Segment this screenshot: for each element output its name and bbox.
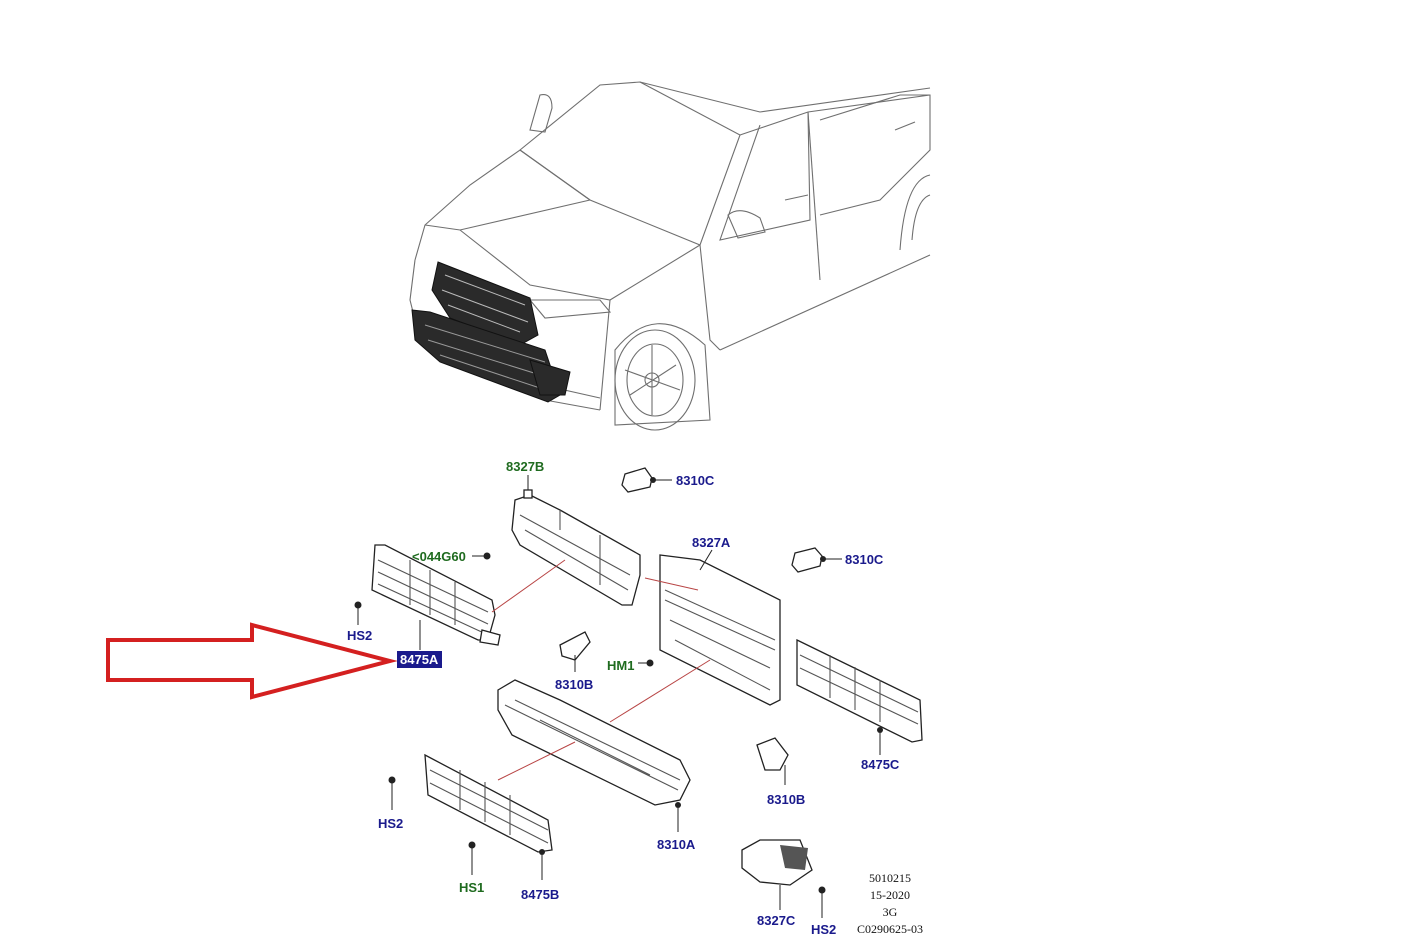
- callout-HS2-left: HS2: [347, 628, 372, 643]
- callout-044G60: <044G60: [412, 549, 466, 564]
- callout-8310A: 8310A: [657, 837, 696, 852]
- part-8327A-deflector: [659, 554, 781, 706]
- part-8475B-shutter: [424, 753, 553, 853]
- highlight-box-8475A: [397, 651, 442, 668]
- part-8310C-top-pad: [621, 467, 656, 493]
- callout-8475A: 8475A: [400, 652, 439, 667]
- leader-lines: [357, 475, 881, 918]
- reference-line-3: 3G: [883, 905, 898, 919]
- callout-HS1: HS1: [459, 880, 484, 895]
- callout-HS2-bottom-left: HS2: [378, 816, 403, 831]
- part-8327C-bracket: [741, 839, 813, 886]
- reference-line-4: C0290625-03: [857, 922, 923, 936]
- callout-8327C: 8327C: [757, 913, 796, 928]
- callout-8475C: 8475C: [861, 757, 900, 772]
- part-8310C-right-pad: [791, 547, 826, 573]
- pointer-arrow: [106, 622, 398, 700]
- reference-line-1: 5010215: [869, 871, 911, 885]
- part-8310B-mid-bracket: [559, 631, 591, 672]
- reference-line-2: 15-2020: [870, 888, 910, 902]
- part-8310A-carrier: [497, 679, 691, 806]
- callout-8310C-right: 8310C: [845, 552, 884, 567]
- part-8475C-shutter: [796, 638, 923, 743]
- callout-HM1: HM1: [607, 658, 634, 673]
- callout-8310B-mid: 8310B: [555, 677, 593, 692]
- callout-8327B: 8327B: [506, 459, 544, 474]
- vehicle-illustration: [409, 81, 931, 431]
- part-8310B-lower-bracket: [756, 737, 789, 785]
- reference-block: 5010215 15-2020 3G C0290625-03: [857, 871, 923, 936]
- part-8327B-bracket: [511, 489, 641, 606]
- callout-8310C-top: 8310C: [676, 473, 715, 488]
- callout-8327A: 8327A: [692, 535, 731, 550]
- callout-8310B-low: 8310B: [767, 792, 805, 807]
- callout-8475B: 8475B: [521, 887, 559, 902]
- callout-HS2-bottom-right: HS2: [811, 922, 836, 937]
- part-8475A-shutter: [371, 544, 501, 646]
